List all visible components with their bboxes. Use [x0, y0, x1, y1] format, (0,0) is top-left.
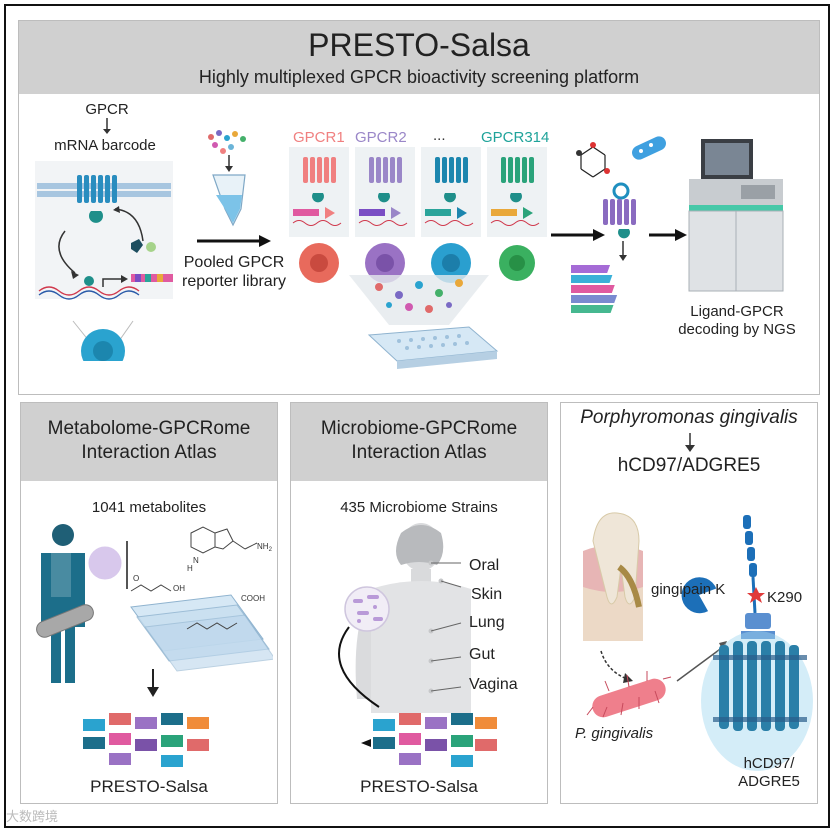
gpcr-ellipsis-label: ... [433, 127, 446, 144]
mrna-barcode-label: mRNA barcode [54, 137, 156, 154]
microbiome-panel: Microbiome-GPCRome Interaction Atlas 435… [290, 402, 548, 804]
amine-label: NH2 [257, 542, 273, 553]
reporter-cell-diagram [35, 161, 173, 361]
pooled-cells-plate [349, 275, 499, 369]
gpcr-label: GPCR [85, 101, 129, 118]
carboxyl-label: COOH [241, 594, 265, 603]
oxygen-label: O [133, 574, 139, 583]
barcode-readout-icon-2 [361, 713, 497, 767]
microbiome-title-line1: Microbiome-GPCRome [320, 418, 518, 439]
indole-h-label: H [187, 564, 193, 573]
metabolite-count: 1041 metabolites [91, 499, 207, 516]
gpcr314-label: GPCR314 [481, 129, 550, 146]
hydroxyl-label: OH [173, 584, 185, 593]
ngs-sequencer-icon [688, 139, 784, 292]
microbiome-footer: PRESTO-Salsa [360, 777, 478, 796]
down-arrow-icon [103, 118, 111, 134]
gingivalis-panel: Porphyromonas gingivalis hCD97/ADGRE5 [560, 402, 818, 804]
human-body-illustration [338, 523, 471, 713]
bacterium-label: P. gingivalis [575, 725, 654, 742]
arrow-right-icon-3 [649, 229, 687, 241]
gpcr2-label: GPCR2 [355, 129, 407, 146]
metabolite-illustration: N H NH2 OH COOH O [36, 524, 273, 697]
gingipain-cleavage-illustration [583, 512, 813, 771]
gingipain-label: gingipain K [651, 581, 726, 598]
arrow-right-icon [197, 235, 271, 247]
barcode-readout-icon [83, 713, 209, 767]
indole-nh-label: N [193, 556, 199, 565]
microbiome-header: Microbiome-GPCRome Interaction Atlas [291, 403, 547, 481]
receptor-label-line2: ADGRE5 [738, 773, 800, 790]
site-lung: Lung [469, 614, 505, 631]
metabolome-title-line2: Interaction Atlas [81, 441, 217, 463]
pooled-library-line1: Pooled GPCR [183, 254, 285, 271]
ngs-label: Ligand-GPCR decoding by NGS [667, 303, 807, 339]
site-skin: Skin [471, 586, 503, 603]
workflow-panel: PRESTO-Salsa Highly multiplexed GPCR bio… [18, 20, 820, 395]
site-oral: Oral [469, 557, 500, 574]
metabolome-title: Metabolome-GPCRome Interaction Atlas [21, 417, 277, 465]
site-gut: Gut [469, 646, 495, 663]
metabolome-panel: Metabolome-GPCRome Interaction Atlas 104… [20, 402, 278, 804]
arrow-right-icon-2 [551, 229, 605, 241]
gpcr1-label: GPCR1 [293, 129, 345, 146]
ngs-label-line2: decoding by NGS [678, 321, 796, 338]
receptor-label-line1: hCD97/ [743, 755, 795, 772]
k290-label: K290 [767, 589, 803, 606]
down-arrow-icon-2 [685, 433, 695, 452]
metabolome-footer: PRESTO-Salsa [90, 777, 208, 796]
receptor-title: hCD97/ADGRE5 [617, 455, 761, 476]
figure-subtitle: Highly multiplexed GPCR bioactivity scre… [198, 67, 640, 87]
watermark: 大数跨境 [6, 809, 59, 824]
microbiome-title-line2: Interaction Atlas [351, 441, 487, 463]
pooled-tube-icon [208, 130, 246, 227]
site-vagina: Vagina [469, 676, 518, 693]
ngs-label-line1: Ligand-GPCR [690, 303, 784, 320]
workflow-header: PRESTO-Salsa Highly multiplexed GPCR bio… [19, 21, 819, 94]
pooled-library-line2: reporter library [181, 273, 287, 291]
metabolome-title-line1: Metabolome-GPCRome [47, 418, 251, 439]
pooled-library-label: Pooled GPCR reporter library [169, 253, 299, 291]
gpcr-library-cards [289, 147, 547, 283]
figure-title: PRESTO-Salsa [308, 27, 530, 63]
ligand-binding-diagram [571, 136, 666, 313]
strain-count: 435 Microbiome Strains [340, 499, 498, 516]
microbiome-title: Microbiome-GPCRome Interaction Atlas [291, 417, 547, 465]
gingivalis-title: Porphyromonas gingivalis [580, 407, 798, 428]
receptor-label: hCD97/ ADGRE5 [721, 755, 817, 791]
metabolome-header: Metabolome-GPCRome Interaction Atlas [21, 403, 277, 481]
